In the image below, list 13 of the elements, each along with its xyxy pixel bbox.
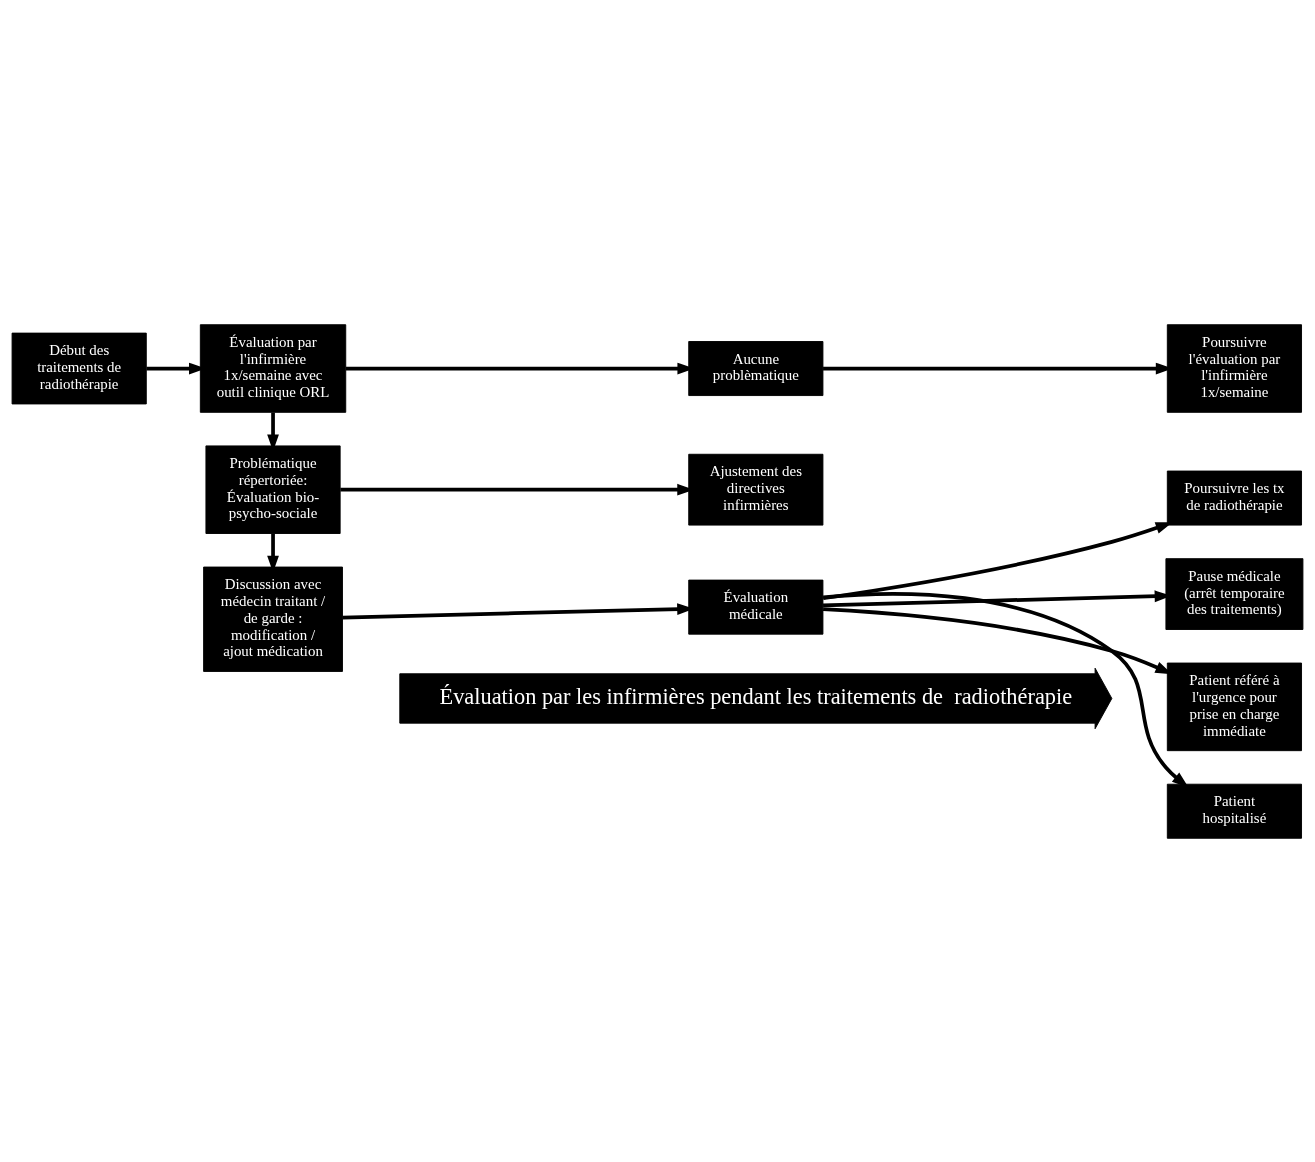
- node-box: Ajustement des directives infirmières: [688, 453, 824, 526]
- node-box: Patient hospitalisé: [1166, 783, 1302, 839]
- node-box: Patient référé à l'urgence pour prise en charge immédiate: [1166, 662, 1302, 751]
- node-box: Poursuivre les tx de radiothérapie: [1166, 470, 1302, 526]
- node-box: Pause médicale (arrêt temporaire des traitements): [1165, 557, 1304, 630]
- node-box: Discussion avec médecin traitant / de garde : modification / ajout médication: [203, 566, 343, 672]
- node-box: Aucune problèmatique: [688, 340, 824, 396]
- node-box: Évaluation par l'infirmière 1x/semaine avec outil clinique ORL: [199, 323, 347, 413]
- node-box: Problématique répertoriée: Évaluation bio-psycho-sociale: [205, 444, 341, 534]
- node-box: Début des traitements de radiothérapie: [11, 332, 147, 404]
- arrow: [823, 591, 1189, 788]
- node-box: Poursuivre l'évaluation par l'infirmière 1x/semaine: [1166, 323, 1302, 413]
- node-box: Évaluation médicale: [688, 579, 824, 635]
